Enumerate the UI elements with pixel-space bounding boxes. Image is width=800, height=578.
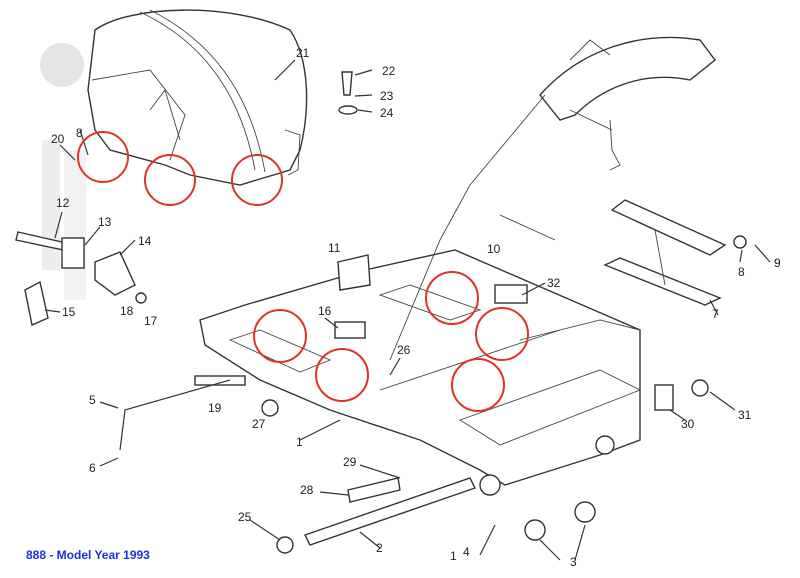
cable bbox=[389, 94, 546, 361]
bracket-11 bbox=[337, 254, 371, 291]
part-label: 27 bbox=[252, 417, 266, 431]
washer-24 bbox=[338, 105, 358, 115]
part-label: 19 bbox=[208, 401, 222, 415]
model-year-caption: 888 - Model Year 1993 bbox=[26, 548, 150, 562]
part-label: 2 bbox=[376, 541, 383, 555]
part-label: 1 bbox=[450, 549, 457, 563]
chain-slider bbox=[603, 199, 727, 306]
part-label: 32 bbox=[547, 276, 561, 290]
spacer-16 bbox=[334, 321, 366, 339]
part-label: 6 bbox=[89, 461, 96, 475]
washer-8 bbox=[733, 235, 747, 249]
highlight-circle bbox=[451, 358, 505, 412]
part-label: 10 bbox=[487, 242, 501, 256]
part-label: 14 bbox=[138, 234, 152, 248]
nut-27 bbox=[261, 399, 279, 417]
part-label: 8 bbox=[738, 265, 745, 279]
chain-10 bbox=[499, 214, 556, 241]
highlight-circle bbox=[425, 271, 479, 325]
leader-lines bbox=[44, 59, 771, 561]
part-label: 1 bbox=[296, 435, 303, 449]
nut-31 bbox=[691, 379, 709, 397]
part-label: 26 bbox=[397, 343, 411, 357]
highlight-circles bbox=[77, 131, 529, 412]
part-label: 9 bbox=[774, 256, 781, 270]
bolt-19 bbox=[194, 375, 246, 386]
part-label: 13 bbox=[98, 215, 112, 229]
part-label: 3 bbox=[570, 555, 577, 569]
part-label: 11 bbox=[328, 241, 341, 255]
part-label: 24 bbox=[380, 106, 394, 120]
part-label: 16 bbox=[318, 304, 332, 318]
part-label: 4 bbox=[463, 545, 470, 559]
part-label: 28 bbox=[300, 483, 314, 497]
bracket-14 bbox=[94, 251, 136, 296]
bracket-13 bbox=[61, 237, 85, 269]
highlight-circle bbox=[144, 154, 196, 206]
part-label: 30 bbox=[681, 417, 695, 431]
part-label: 5 bbox=[89, 393, 96, 407]
part-label: 23 bbox=[380, 89, 394, 103]
part-label: 15 bbox=[62, 305, 76, 319]
part-labels: 21 22 23 24 20 8 12 13 14 15 18 17 11 10… bbox=[51, 46, 781, 569]
swingarm bbox=[199, 249, 642, 496]
washer-3a bbox=[524, 519, 546, 541]
pad-32 bbox=[494, 284, 528, 304]
part-label: 12 bbox=[56, 196, 70, 210]
highlight-circle bbox=[253, 309, 307, 363]
part-label: 7 bbox=[712, 307, 719, 321]
highlight-circle bbox=[231, 154, 283, 206]
bolt-28 bbox=[347, 477, 401, 503]
highlight-circle bbox=[475, 307, 529, 361]
highlight-circle bbox=[77, 131, 129, 183]
washer-18 bbox=[135, 292, 147, 304]
cap-25 bbox=[276, 536, 294, 554]
rear-fender bbox=[87, 9, 308, 186]
highlight-circle bbox=[315, 348, 369, 402]
part-label: 29 bbox=[343, 455, 357, 469]
part-label: 18 bbox=[120, 304, 134, 318]
pivot-shaft bbox=[304, 477, 476, 546]
bolt-22 bbox=[341, 71, 353, 96]
part-label: 22 bbox=[382, 64, 396, 78]
part-label: 8 bbox=[76, 126, 83, 140]
part-label: 31 bbox=[738, 408, 752, 422]
washer-3b bbox=[574, 501, 596, 523]
part-label: 25 bbox=[238, 510, 252, 524]
bracket-15 bbox=[24, 280, 49, 326]
part-label: 20 bbox=[51, 132, 65, 146]
clip-30 bbox=[654, 384, 674, 411]
part-label: 17 bbox=[144, 314, 158, 328]
part-label: 21 bbox=[296, 46, 310, 60]
chain-guard bbox=[539, 36, 716, 171]
